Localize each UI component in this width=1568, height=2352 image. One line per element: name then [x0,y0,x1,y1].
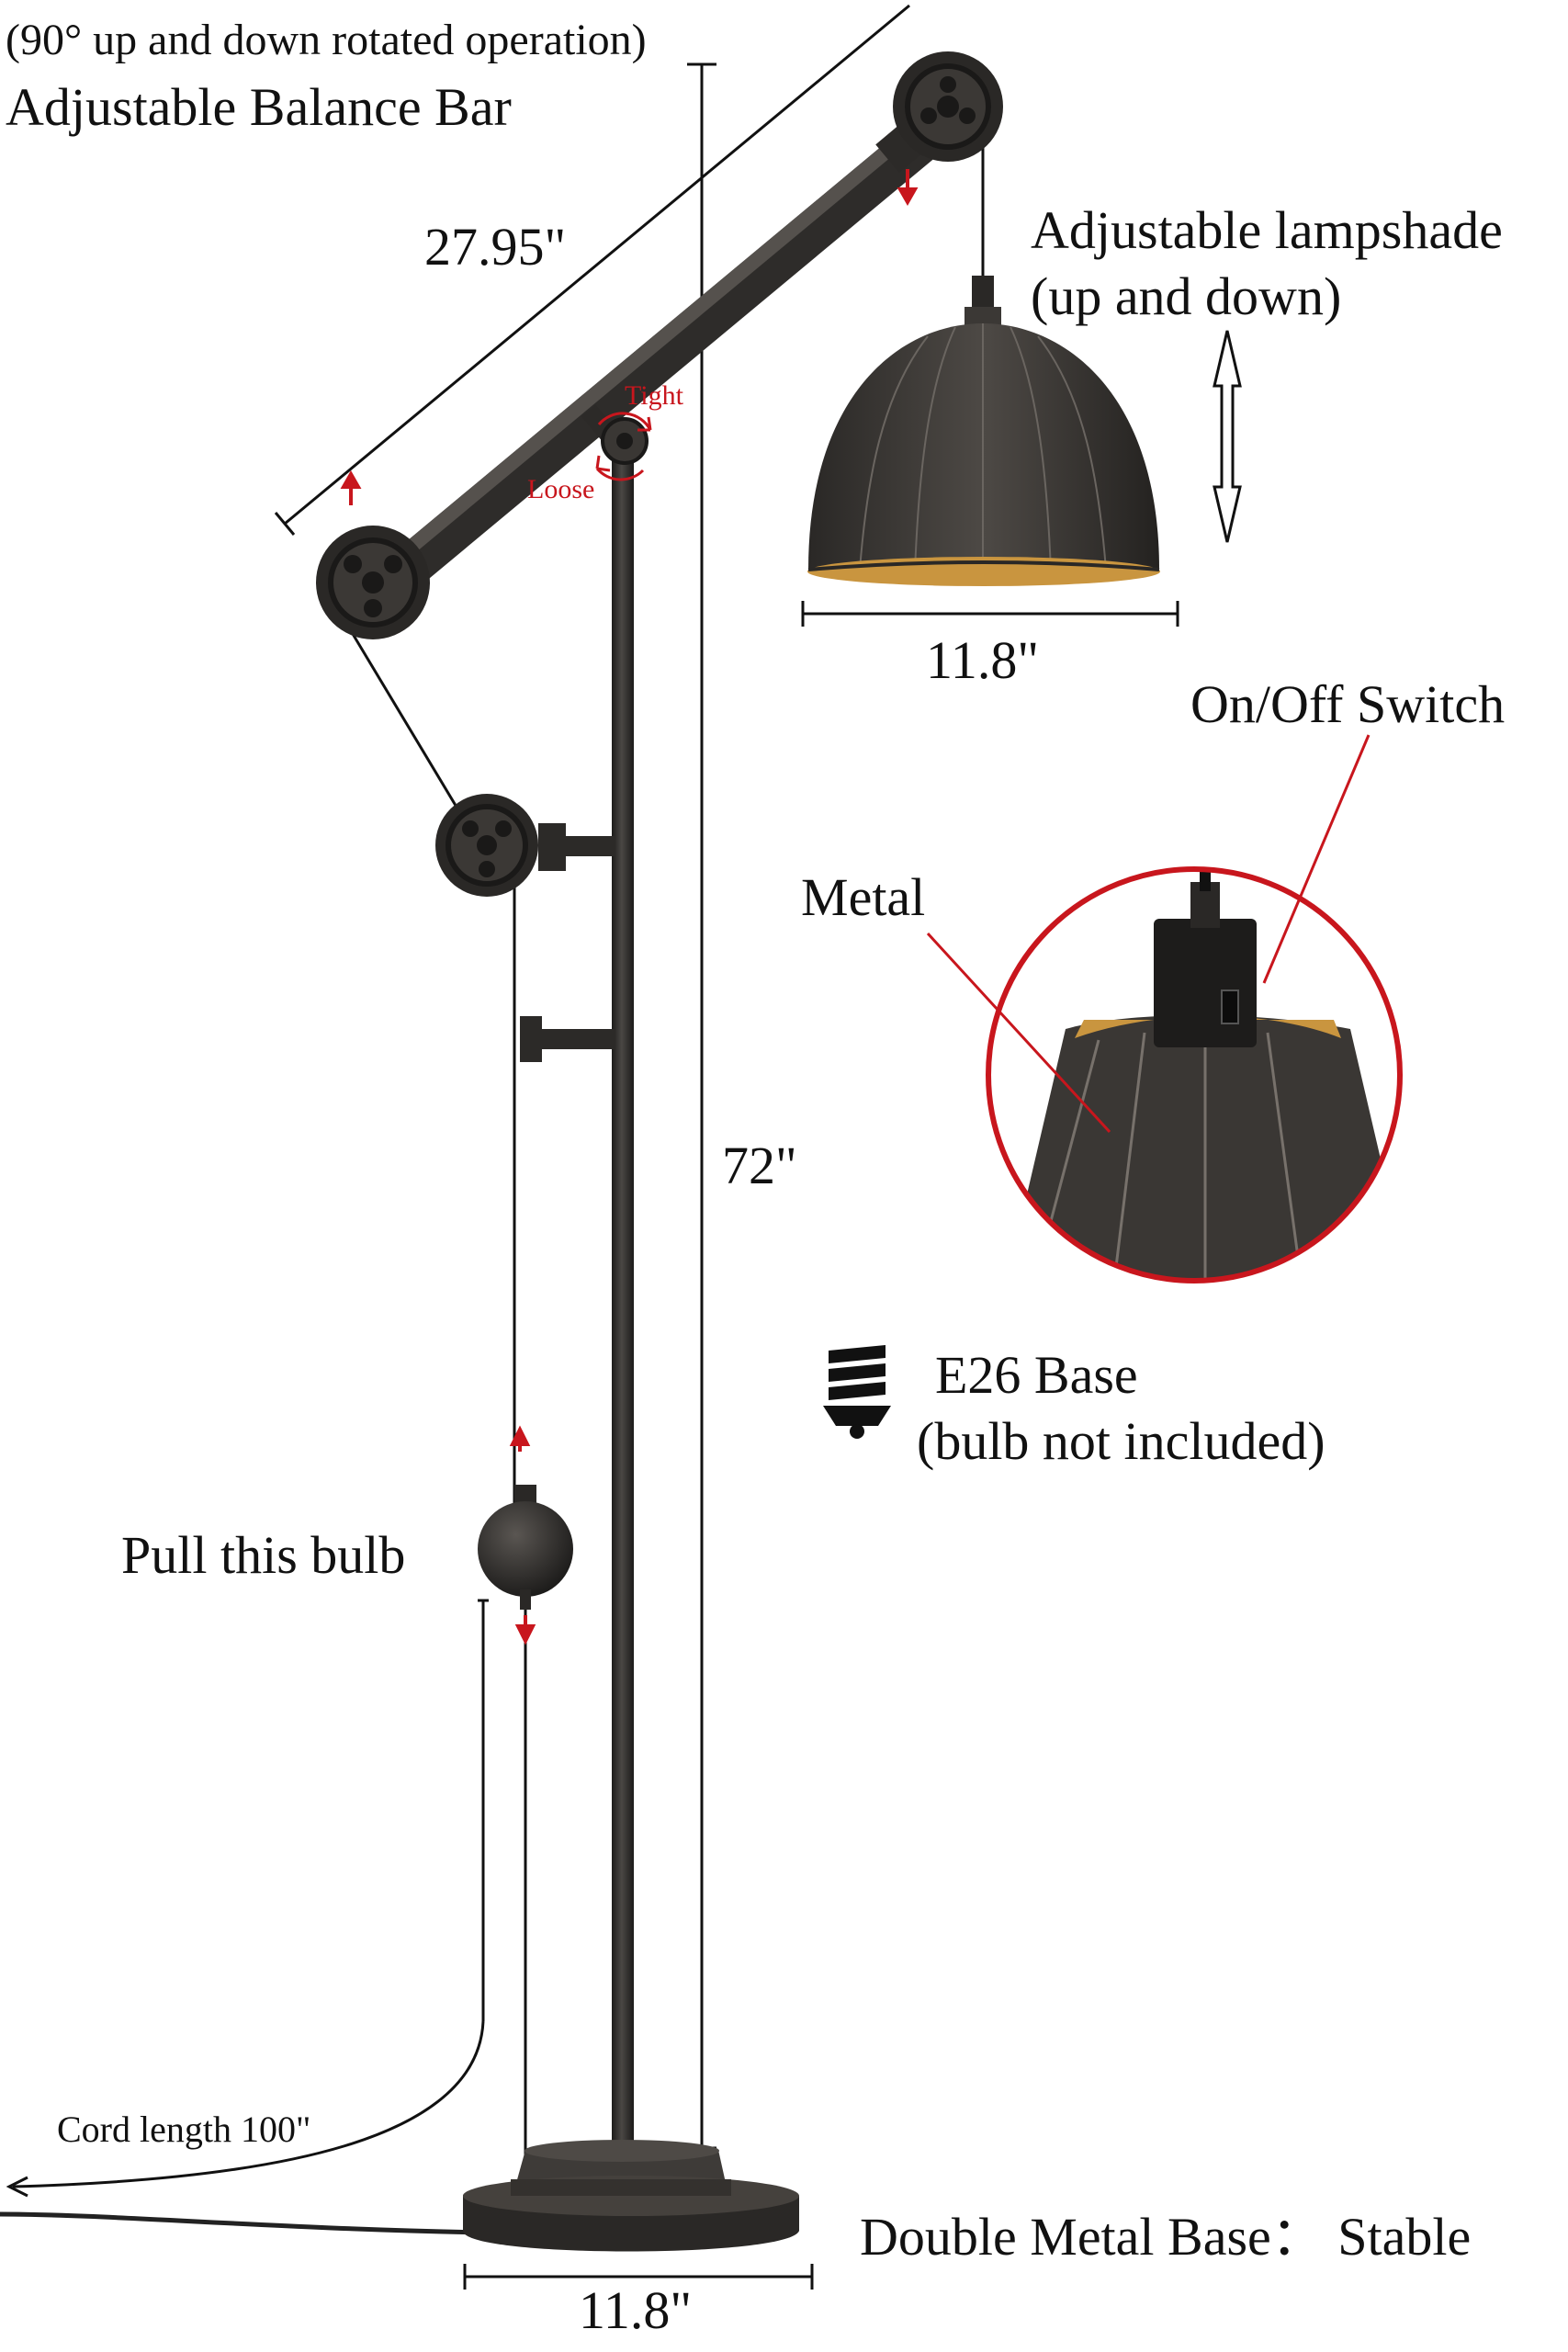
shade-width-label: 11.8" [926,630,1040,690]
leader-lines [926,734,1371,1134]
lamp-pole [612,459,634,2168]
cables [340,101,985,2168]
balance-bar-label: Adjustable Balance Bar [6,77,512,137]
cord-guide-arm [538,1029,615,1049]
rotation-note: (90° up and down rotated operation) [6,16,647,64]
lampshade [807,276,1160,586]
tight-loose-arrows [595,412,652,481]
bulb-note-label: (bulb not included) [917,1411,1325,1471]
base-width-dimension [463,2264,814,2290]
bar-length-label: 27.95" [424,217,567,277]
pull-bulb-label: Pull this bulb [121,1525,406,1585]
double-metal-base [463,2140,799,2252]
base-width-label: 11.8" [579,2280,693,2340]
tight-label: Tight [625,380,683,411]
bulb-base-label: E26 Base [935,1345,1138,1405]
height-label: 72" [722,1136,797,1195]
cord-dimension [0,1599,489,2235]
pull-red-arrows [509,1425,536,1645]
lampshade-subtitle: (up and down) [1031,266,1342,326]
loose-label: Loose [527,474,595,504]
middle-pulley-wheel-icon [435,794,566,897]
balance-bar [364,105,959,610]
pull-weight-ball [478,1485,573,1610]
red-arrow-icon [340,169,919,505]
switch-inset [986,866,1403,1283]
double-arrow-icon [1213,330,1242,543]
left-pulley-wheel-icon [316,526,430,639]
bulb-base-icon [823,1345,891,1439]
switch-label: On/Off Switch [1190,674,1506,734]
pivot-knob [581,404,649,465]
pulley-arm [551,836,615,856]
top-pulley-wheel-icon [875,51,1003,174]
shade-width-dimension [801,601,1179,627]
bar-length-dimension [274,4,910,536]
lampshade-title: Adjustable lampshade [1031,200,1503,260]
cord-length-label: Cord length 100" [57,2109,311,2150]
metal-label: Metal [801,867,926,927]
height-dimension [687,62,716,2150]
base-description: Double Metal Base： Stable [860,2207,1472,2267]
